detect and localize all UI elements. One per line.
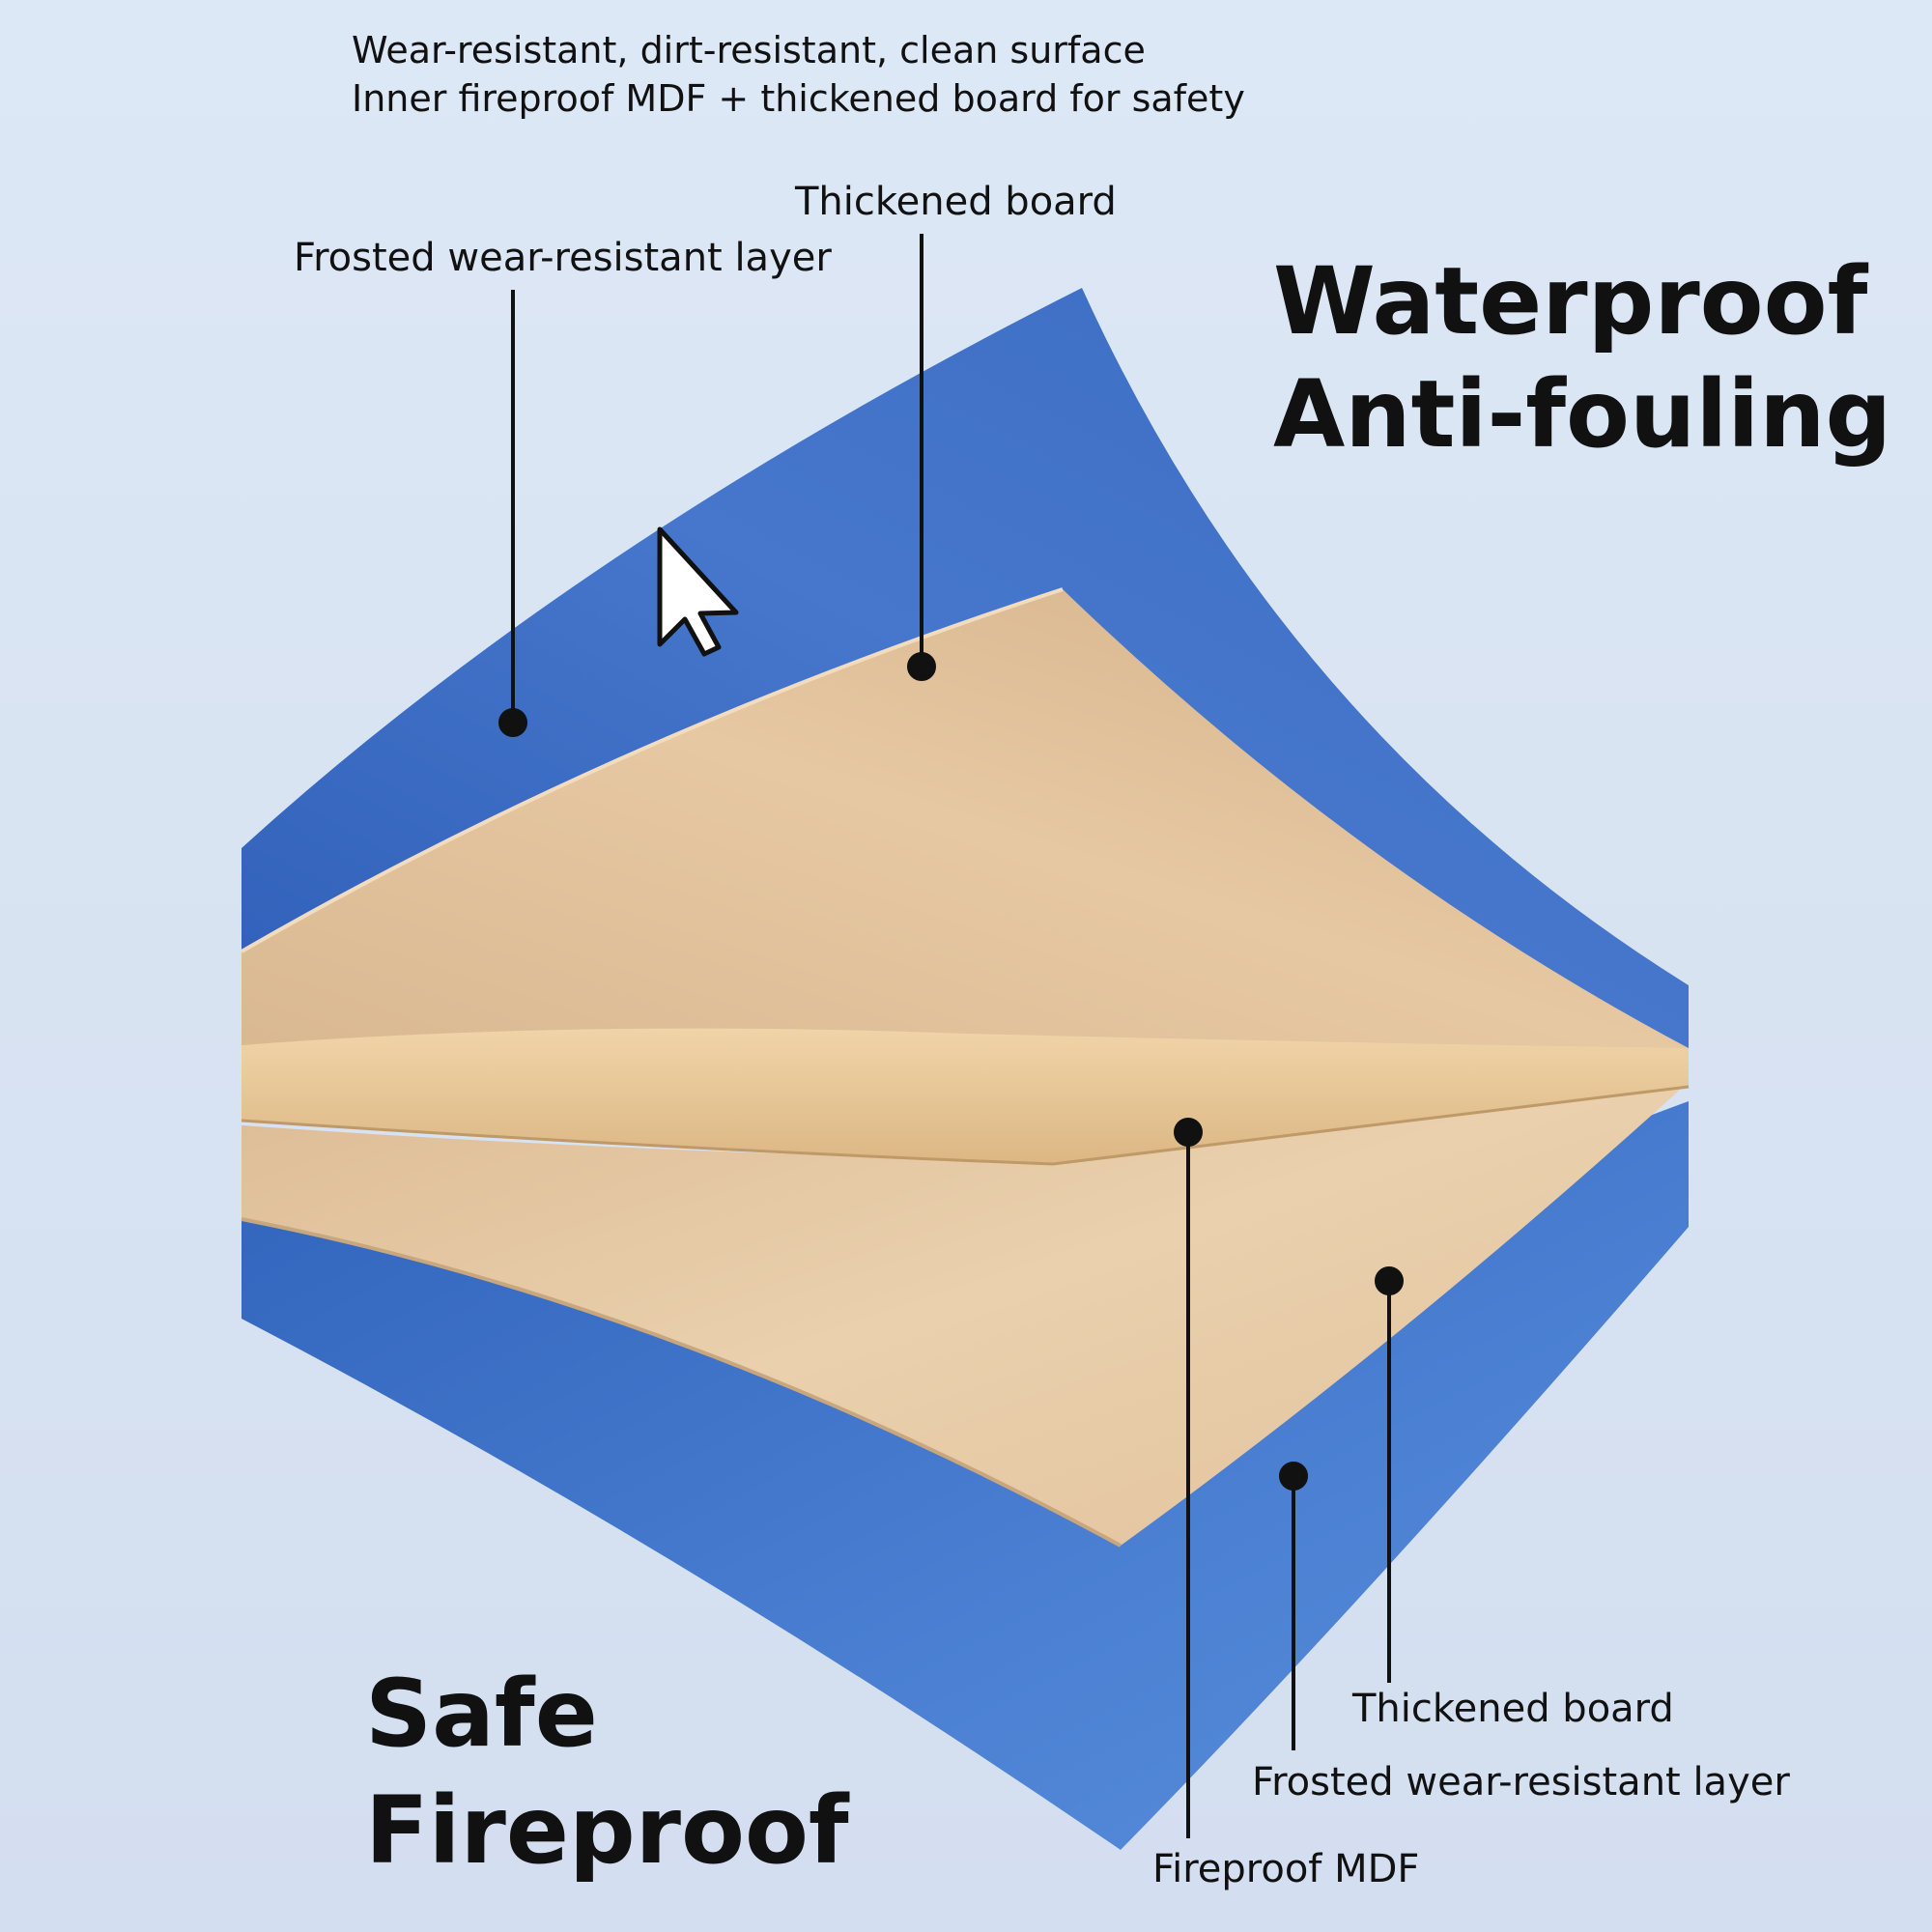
- bottom-thickened-board: [242, 1053, 1689, 1546]
- callout-label-mdf: Fireproof MDF: [1152, 1847, 1420, 1891]
- top-thickened-board: [242, 589, 1689, 1063]
- headline-fireproof: Fireproof: [365, 1776, 849, 1885]
- callout-label-bottom-frosted: Frosted wear-resistant layer: [1252, 1760, 1790, 1804]
- intro-line-2: Inner fireproof MDF + thickened board fo…: [352, 77, 1245, 120]
- headline-waterproof: Waterproof: [1273, 247, 1868, 355]
- callout-dot-bottom-frosted: [1279, 1462, 1308, 1491]
- callout-label-bottom-thickened: Thickened board: [1352, 1687, 1674, 1731]
- callout-label-top-middle: Thickened board: [795, 180, 1117, 224]
- headline-safe: Safe: [365, 1660, 598, 1768]
- callout-dot-bottom-thickened: [1375, 1266, 1404, 1295]
- headline-anti-fouling: Anti-fouling: [1273, 360, 1892, 469]
- mouse-pointer-icon: [657, 526, 739, 657]
- callout-label-top-left: Frosted wear-resistant layer: [294, 236, 832, 280]
- intro-line-1: Wear-resistant, dirt-resistant, clean su…: [352, 29, 1146, 71]
- callout-dot-top-middle: [907, 652, 936, 681]
- callout-dot-mdf: [1174, 1118, 1203, 1147]
- callout-dot-top-left: [498, 708, 527, 737]
